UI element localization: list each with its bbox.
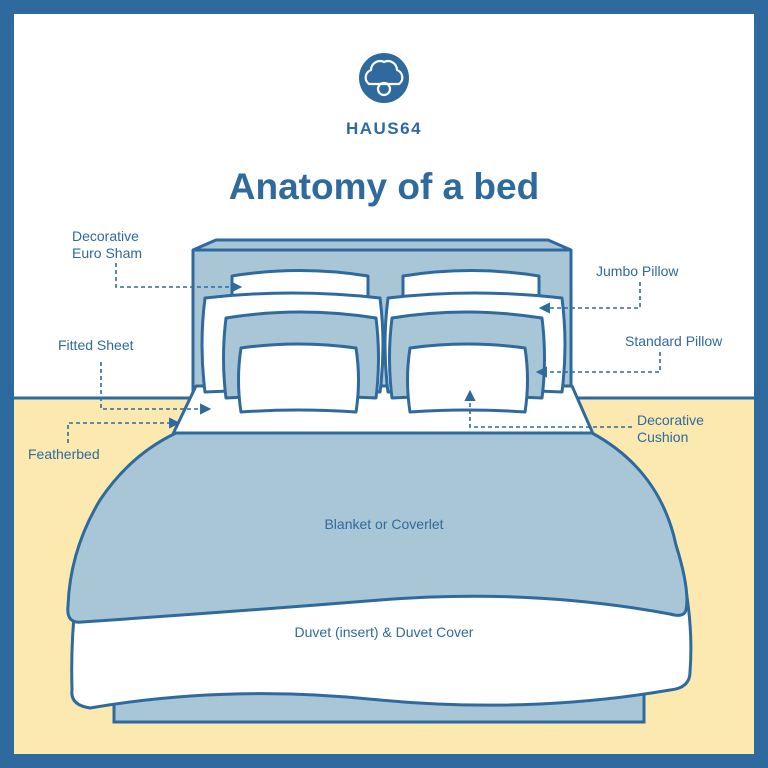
- decorative-cushion-left: [237, 342, 360, 414]
- label-duvet: Duvet (insert) & Duvet Cover: [295, 624, 474, 640]
- label-cushion-line2: Cushion: [637, 429, 688, 445]
- label-fitted-sheet: Fitted Sheet: [58, 337, 134, 353]
- leader-fitted-sheet: [100, 362, 212, 415]
- leader-jumbo-pillow: [538, 282, 641, 314]
- cloud-logo-icon: [359, 53, 409, 103]
- page-title: Anatomy of a bed: [229, 166, 539, 207]
- leader-decorative-cushion: [464, 389, 632, 428]
- label-standard-pillow: Standard Pillow: [625, 333, 723, 349]
- label-cushion-line1: Decorative: [637, 412, 704, 428]
- decorative-cushion-right: [406, 342, 529, 414]
- label-blanket: Blanket or Coverlet: [324, 516, 443, 532]
- brand-name: HAUS64: [346, 119, 422, 138]
- leader-euro-sham: [115, 263, 243, 293]
- label-featherbed: Featherbed: [28, 446, 100, 462]
- leader-featherbed: [67, 417, 181, 443]
- label-euro-sham-line2: Euro Sham: [72, 245, 142, 261]
- label-euro-sham-line1: Decorative: [72, 228, 139, 244]
- leader-standard-pillow: [535, 352, 661, 378]
- label-jumbo-pillow: Jumbo Pillow: [596, 263, 679, 279]
- blanket: [66, 431, 689, 624]
